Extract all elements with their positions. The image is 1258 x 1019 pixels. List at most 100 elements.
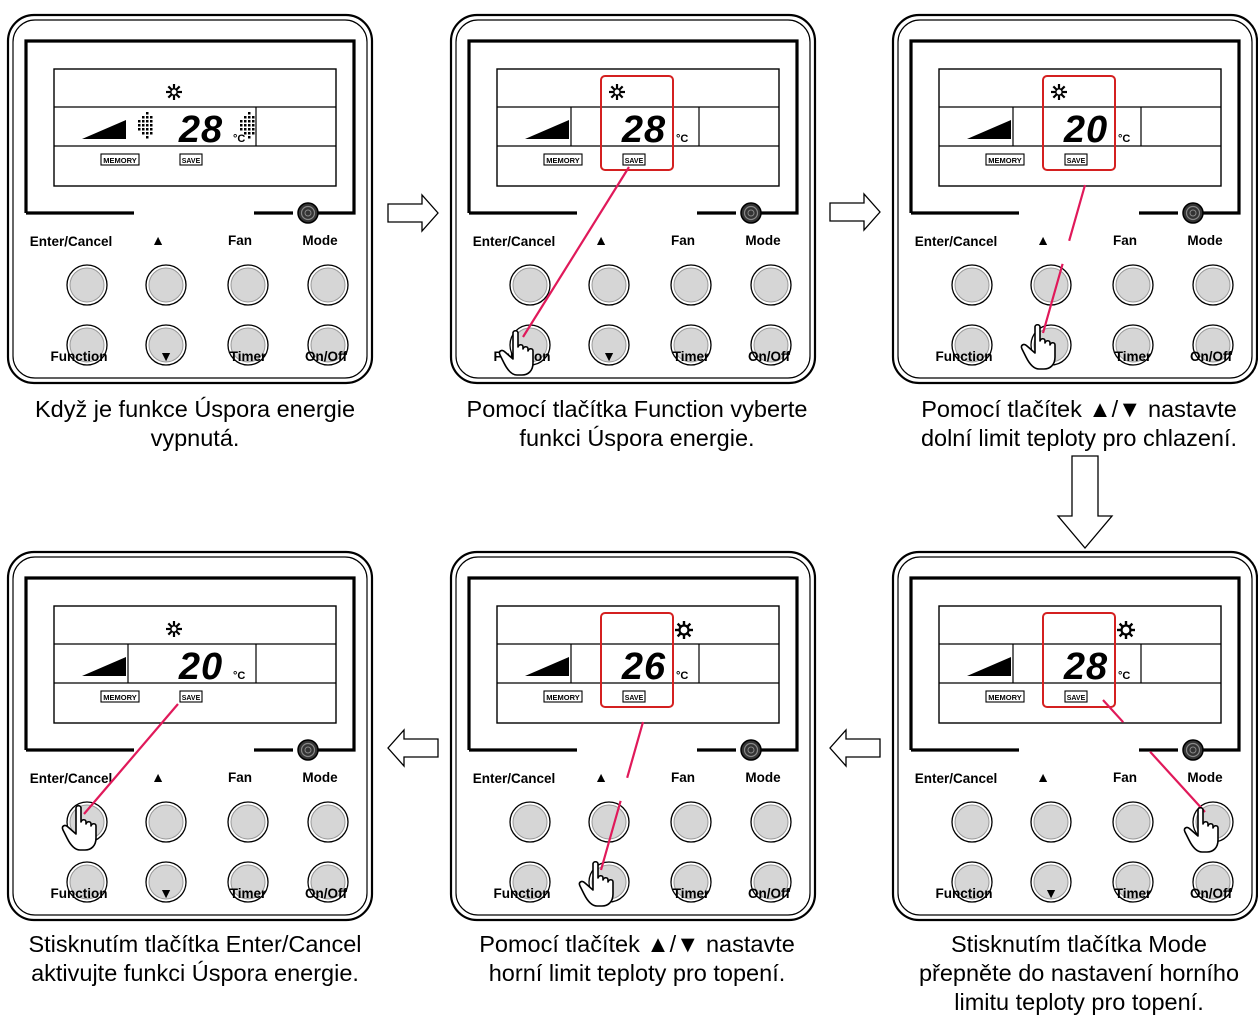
timer-label: Timer	[1115, 886, 1152, 901]
celsius-unit: °C	[676, 670, 688, 682]
up-label: ▲	[594, 232, 608, 248]
pointer-line	[83, 703, 179, 815]
sun-icon	[1117, 621, 1135, 639]
up-button[interactable]	[145, 801, 187, 843]
mode-label: Mode	[745, 233, 781, 248]
pointing-hand-icon	[498, 329, 534, 376]
fan-button[interactable]	[227, 264, 269, 306]
pointing-hand-icon	[578, 860, 614, 907]
caption-line: limitu teploty pro topení.	[954, 989, 1204, 1015]
timer-button[interactable]	[670, 861, 712, 903]
up-button[interactable]	[1030, 264, 1072, 306]
timer-button[interactable]	[1112, 324, 1154, 366]
fan-button[interactable]	[670, 801, 712, 843]
temperature-display: 26	[621, 646, 666, 688]
highlight-box	[600, 75, 674, 171]
down-button[interactable]	[1030, 861, 1072, 903]
memory-indicator: MEMORY	[546, 156, 579, 165]
celsius-unit: °C	[1118, 670, 1130, 682]
timer-button[interactable]	[1112, 861, 1154, 903]
up-label: ▲	[151, 769, 165, 785]
down-label: ▼	[602, 348, 616, 364]
up-button[interactable]	[588, 264, 630, 306]
celsius-unit: °C	[1118, 133, 1130, 145]
save-indicator: SAVE	[625, 158, 644, 165]
on-off-button[interactable]	[1192, 861, 1234, 903]
enter-cancel-label: Enter/Cancel	[915, 234, 998, 249]
mode-button[interactable]	[307, 264, 349, 306]
function-button[interactable]	[66, 861, 108, 903]
save-indicator: SAVE	[625, 695, 644, 702]
lcd-screen	[938, 605, 1222, 724]
up-button[interactable]	[1030, 801, 1072, 843]
arrow-step-3-4	[1056, 455, 1114, 550]
down-label: ▼	[1044, 885, 1058, 901]
fan-label: Fan	[1113, 770, 1137, 785]
on-off-button[interactable]	[750, 861, 792, 903]
fan-label: Fan	[671, 233, 695, 248]
function-button[interactable]	[951, 324, 993, 366]
timer-button[interactable]	[227, 324, 269, 366]
on-off-button[interactable]	[750, 324, 792, 366]
enter-cancel-button[interactable]	[951, 801, 993, 843]
sensor-icon	[297, 739, 319, 761]
up-button[interactable]	[145, 264, 187, 306]
highlight-box	[1042, 75, 1116, 171]
enter-cancel-label: Enter/Cancel	[915, 771, 998, 786]
caption-line: aktivujte funkci Úspora energie.	[31, 960, 359, 986]
caption-line: Stisknutím tlačítka Mode	[951, 931, 1207, 957]
on-off-button[interactable]	[1192, 324, 1234, 366]
down-button[interactable]	[145, 861, 187, 903]
enter-cancel-button[interactable]	[509, 801, 551, 843]
fan-button[interactable]	[227, 801, 269, 843]
fan-button[interactable]	[670, 264, 712, 306]
caption-line: Když je funkce Úspora energie	[34, 396, 356, 422]
highlight-box	[600, 612, 674, 708]
mode-button[interactable]	[307, 801, 349, 843]
down-label: ▼	[159, 348, 173, 364]
mode-button[interactable]	[750, 264, 792, 306]
enter-cancel-button[interactable]	[509, 264, 551, 306]
caption-line: Pomocí tlačítek ▲/▼ nastavte	[921, 396, 1237, 422]
mode-label: Mode	[302, 233, 338, 248]
pointing-hand-icon	[1183, 806, 1219, 853]
mode-button[interactable]	[1192, 264, 1234, 306]
on-off-button[interactable]	[307, 324, 349, 366]
pointing-hand-icon	[61, 804, 97, 851]
fan-button[interactable]	[1112, 264, 1154, 306]
timer-label: Timer	[1115, 349, 1152, 364]
on-off-label: On/Off	[1190, 886, 1232, 901]
enter-cancel-label: Enter/Cancel	[473, 771, 556, 786]
enter-cancel-button[interactable]	[951, 264, 993, 306]
function-button[interactable]	[509, 861, 551, 903]
fan-speed-bar	[525, 120, 569, 139]
down-button[interactable]	[588, 324, 630, 366]
mode-button[interactable]	[750, 801, 792, 843]
down-button[interactable]	[145, 324, 187, 366]
enter-cancel-button[interactable]	[66, 264, 108, 306]
memory-indicator: MEMORY	[546, 693, 579, 702]
timer-button[interactable]	[670, 324, 712, 366]
function-label: Function	[494, 886, 551, 901]
pointing-hand-icon	[1020, 323, 1056, 370]
function-button[interactable]	[951, 861, 993, 903]
temperature-display: 20	[178, 646, 223, 688]
fan-speed-bar	[82, 657, 126, 676]
up-button[interactable]	[588, 801, 630, 843]
timer-button[interactable]	[227, 861, 269, 903]
on-off-button[interactable]	[307, 861, 349, 903]
lcd-screen	[496, 605, 780, 724]
fan-button[interactable]	[1112, 801, 1154, 843]
save-indicator: SAVE	[182, 158, 201, 165]
function-button[interactable]	[66, 324, 108, 366]
fan-indicator-right	[240, 112, 255, 139]
fan-speed-bar	[967, 120, 1011, 139]
